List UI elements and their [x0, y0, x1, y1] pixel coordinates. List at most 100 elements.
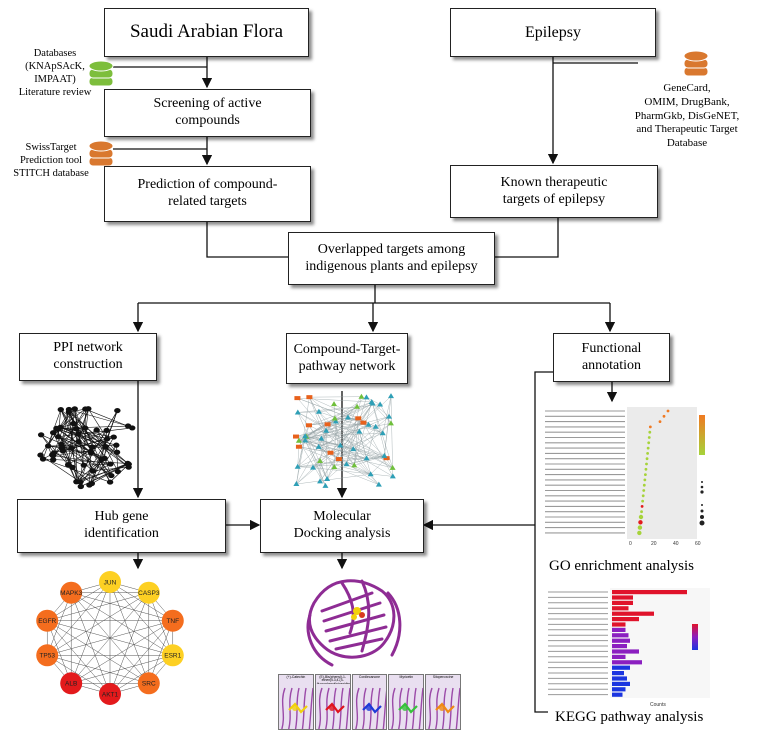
ppi-node	[39, 456, 47, 462]
ctp-edge	[297, 466, 314, 468]
ctp-node	[294, 409, 301, 415]
ctp-pathway-node	[306, 395, 313, 400]
ctp-edge	[326, 418, 359, 431]
ppi-node	[58, 445, 66, 451]
ppi-edge	[52, 451, 91, 456]
docking-line-2: Docking analysis	[293, 526, 391, 541]
hub-edge	[46, 592, 72, 656]
ppi-node	[125, 464, 132, 470]
overlap-box: Overlapped targets among indigenous plan…	[288, 232, 495, 285]
hub-gene-node: ALB	[60, 672, 83, 695]
ctp-edge	[338, 403, 373, 460]
ctp-line-1: Compound-Target-	[293, 341, 401, 357]
ctp-edge	[370, 458, 387, 475]
hub-gene-node: TNF	[161, 609, 184, 632]
ctp-node	[337, 442, 344, 448]
ppi-node	[93, 427, 100, 433]
ppi-node	[87, 448, 94, 454]
ctp-edge	[297, 446, 319, 467]
ctp-edge	[319, 460, 328, 480]
hub-edge	[46, 620, 72, 684]
known-line-2: targets of epilepsy	[502, 191, 606, 207]
hub-edge	[47, 655, 149, 684]
docking-pose	[281, 687, 313, 729]
kegg-bar	[612, 654, 626, 659]
ppi-line-1: PPI network	[53, 340, 123, 356]
hub-gene-node: EGFR	[36, 609, 59, 632]
note-line: Prediction tool	[19, 155, 83, 167]
ctp-edge	[296, 404, 381, 485]
ppi-node	[81, 425, 89, 431]
ppi-box: PPI network construction	[19, 333, 157, 381]
ctp-edge	[338, 423, 392, 460]
docking-panel: (+)-Catechin	[278, 674, 314, 730]
go-term-dot	[645, 457, 649, 461]
screening-box: Screening of active compounds	[104, 89, 311, 137]
ctp-edge	[330, 401, 372, 453]
ctp-node	[310, 464, 317, 470]
ctp-node	[375, 481, 382, 487]
ppi-node	[82, 406, 89, 412]
hub-edge	[47, 620, 111, 695]
hub-gene-label: ESR1	[164, 653, 181, 660]
ctp-edge	[318, 411, 355, 466]
ppi-edge	[68, 409, 129, 427]
kegg-bar	[612, 660, 642, 665]
ctp-node	[323, 427, 330, 433]
ctp-node	[295, 437, 302, 443]
ppi-node	[89, 468, 97, 474]
note-line: GeneCard,	[663, 82, 711, 94]
ppi-node	[114, 407, 121, 414]
hub-line-1: Hub gene	[94, 509, 149, 525]
ctp-edge	[308, 425, 393, 469]
kegg-pathway-plot: Counts	[548, 588, 710, 708]
ctp-node	[302, 433, 309, 439]
epilepsy-label: Epilepsy	[525, 23, 581, 41]
ppi-node	[102, 444, 109, 450]
note-line: Literature review	[18, 87, 92, 99]
ppi-node	[80, 462, 88, 468]
note-line: OMIM, DrugBank,	[644, 95, 730, 108]
ctp-node	[350, 446, 357, 452]
ppi-node	[88, 480, 96, 487]
ppi-node	[54, 434, 62, 440]
ppi-edge	[74, 408, 85, 466]
ppi-node	[77, 479, 84, 485]
ctp-edge	[359, 431, 367, 459]
compound-target-pathway-box: Compound-Target- pathway network	[286, 333, 408, 384]
go-term-dot	[646, 452, 649, 455]
ctp-edge	[319, 460, 371, 475]
ctp-node	[389, 473, 396, 479]
ppi-node	[44, 443, 52, 449]
kegg-bar	[612, 676, 627, 681]
hub-edge	[109, 620, 173, 695]
ppi-node	[114, 468, 122, 475]
ctp-node	[315, 408, 322, 414]
ctp-edge	[305, 440, 367, 459]
prediction-box: Prediction of compound- related targets	[104, 166, 311, 222]
note-line: IMPAAT)	[34, 74, 76, 86]
go-axis-tick: 60	[695, 541, 701, 547]
kegg-caption: KEGG pathway analysis	[555, 709, 704, 725]
ppi-node	[89, 444, 96, 450]
kegg-bar	[612, 590, 687, 595]
go-term-dot	[662, 414, 666, 418]
ctp-edge	[309, 397, 327, 431]
prediction-line-1: Prediction of compound-	[137, 177, 278, 193]
ctp-edge	[296, 418, 335, 485]
docking-panel-label: (E)-Bis(phenyl)-1-ethenyl-3,4-(4-fluorop…	[316, 675, 350, 684]
hub-edge	[70, 592, 111, 695]
flora-label: Saudi Arabian Flora	[129, 21, 284, 43]
ctp-pathway-node	[293, 434, 300, 439]
go-term-dot	[647, 441, 651, 445]
ctp-node	[315, 443, 322, 449]
overlap-line-2: indigenous plants and epilepsy	[305, 258, 478, 274]
ctp-node	[389, 464, 396, 470]
ctp-node	[363, 394, 370, 400]
ctp-node	[381, 452, 388, 458]
hub-gene-label: TNF	[166, 618, 179, 625]
ctp-edge	[295, 433, 383, 437]
ctp-edge	[326, 406, 358, 480]
ctp-edge	[297, 412, 331, 453]
